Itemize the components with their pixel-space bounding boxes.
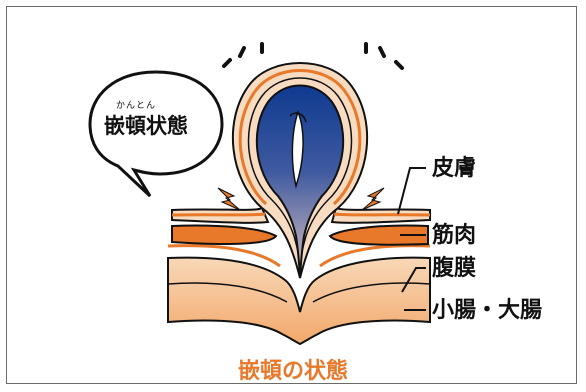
- skin-orange-line-left: [171, 212, 266, 217]
- intestine-slit: [291, 109, 304, 189]
- speech-bubble: [88, 70, 224, 198]
- label-skin: 皮膚: [432, 156, 477, 181]
- intestine-inner-line: [167, 282, 431, 303]
- action-lines-left: [222, 42, 264, 68]
- intestine-wall-lower: [167, 256, 431, 346]
- strangulated-intestine: [255, 84, 345, 277]
- peritoneum-line: [167, 244, 431, 268]
- hernia-sac-orange: [238, 69, 362, 206]
- skin-orange-line-right: [333, 212, 431, 217]
- bubble-text: 嵌頓状態: [104, 114, 188, 138]
- pointer-skin: [397, 167, 426, 215]
- label-peritoneum: 腹膜: [432, 256, 477, 281]
- pointer-peritoneum: [401, 267, 426, 293]
- muscle-left: [171, 224, 278, 245]
- diagram-caption: 嵌頓の状態: [237, 359, 348, 384]
- pain-mark-right: [361, 187, 385, 211]
- muscle-right: [328, 224, 429, 246]
- label-muscle: 筋肉: [432, 223, 477, 248]
- action-lines-right: [364, 42, 404, 70]
- intestine-fold-line: [289, 112, 307, 123]
- bubble-ruby: かんとん: [116, 101, 157, 111]
- label-intestine: 小腸・大腸: [432, 298, 543, 323]
- pain-mark-left: [217, 187, 241, 211]
